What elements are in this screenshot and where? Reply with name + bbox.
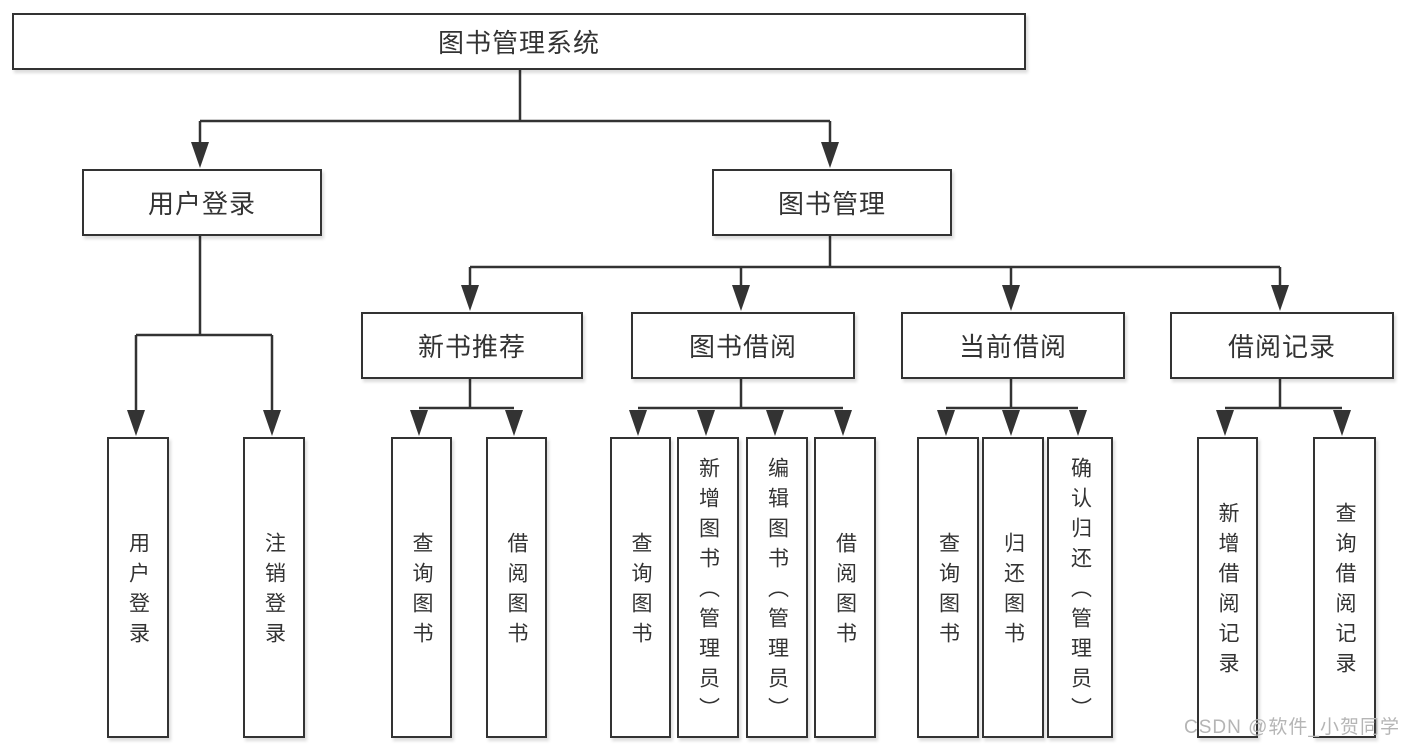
arrow-down-icon [1216,410,1234,436]
leaf-add-books-admin-label: 新增图书（管理员） [696,457,720,727]
leaf-return-books-label: 归还图书 [1001,532,1025,652]
arrow-down-icon [732,285,750,311]
leaf-query-borrow-record-label: 查询借阅记录 [1333,502,1356,682]
arrow-down-icon [766,410,784,436]
arrow-down-icon [461,285,479,311]
leaf-add-books-admin: 新增图书（管理员） [677,437,739,738]
arrow-down-icon [505,410,523,436]
arrow-down-icon [263,410,281,436]
leaf-query-books-current-label: 查询图书 [936,532,960,652]
node-new-book-recommend: 新书推荐 [361,312,583,379]
leaf-logout: 注销登录 [243,437,305,738]
leaf-query-books-recommend: 查询图书 [391,437,452,738]
leaf-borrow-books-borrowing: 借阅图书 [814,437,876,738]
node-book-borrowing: 图书借阅 [631,312,855,379]
leaf-edit-books-admin: 编辑图书（管理员） [746,437,808,738]
leaf-borrow-books-recommend: 借阅图书 [486,437,547,738]
arrow-down-icon [697,410,715,436]
arrow-down-icon [1002,285,1020,311]
leaf-add-borrow-record: 新增借阅记录 [1197,437,1258,738]
arrow-down-icon [127,410,145,436]
arrow-down-icon [1069,410,1087,436]
arrow-down-icon [410,410,428,436]
leaf-borrow-books-borrowing-label: 借阅图书 [833,532,857,652]
arrow-down-icon [1333,410,1351,436]
leaf-user-login: 用户登录 [107,437,169,738]
arrow-down-icon [834,410,852,436]
arrow-down-icon [821,142,839,168]
leaf-borrow-books-recommend-label: 借阅图书 [505,532,528,652]
node-book-management: 图书管理 [712,169,952,236]
node-borrowing-records: 借阅记录 [1170,312,1394,379]
leaf-user-login-label: 用户登录 [126,532,150,652]
arrow-down-icon [629,410,647,436]
leaf-logout-label: 注销登录 [262,532,286,652]
csdn-watermark: CSDN @软件_小贺同学 [1184,717,1400,738]
leaf-query-books-current: 查询图书 [917,437,979,738]
leaf-edit-books-admin-label: 编辑图书（管理员） [765,457,789,727]
leaf-confirm-return-admin-label: 确认归还（管理员） [1068,457,1092,727]
node-book-management-label: 图书管理 [777,189,886,219]
connector-lines [134,66,1342,412]
node-current-borrowing-label: 当前借阅 [958,332,1067,362]
arrow-down-icon [191,142,209,168]
node-user-login: 用户登录 [82,169,322,236]
node-borrowing-records-label: 借阅记录 [1227,332,1336,362]
arrow-down-icon [937,410,955,436]
leaf-query-books-recommend-label: 查询图书 [410,532,433,652]
leaf-add-borrow-record-label: 新增借阅记录 [1216,502,1239,682]
arrow-down-icon [1271,285,1289,311]
arrow-down-icon [1002,410,1020,436]
leaf-query-books-borrowing-label: 查询图书 [629,532,652,652]
node-user-login-label: 用户登录 [147,189,256,219]
node-current-borrowing: 当前借阅 [901,312,1125,379]
leaf-confirm-return-admin: 确认归还（管理员） [1047,437,1113,738]
node-library-system: 图书管理系统 [12,13,1026,70]
leaf-query-borrow-record: 查询借阅记录 [1313,437,1376,738]
node-book-borrowing-label: 图书借阅 [688,332,797,362]
node-new-book-recommend-label: 新书推荐 [417,332,526,362]
arrowheads [127,142,1351,436]
node-library-system-label: 图书管理系统 [437,28,600,58]
leaf-query-books-borrowing: 查询图书 [610,437,671,738]
leaf-return-books: 归还图书 [982,437,1044,738]
